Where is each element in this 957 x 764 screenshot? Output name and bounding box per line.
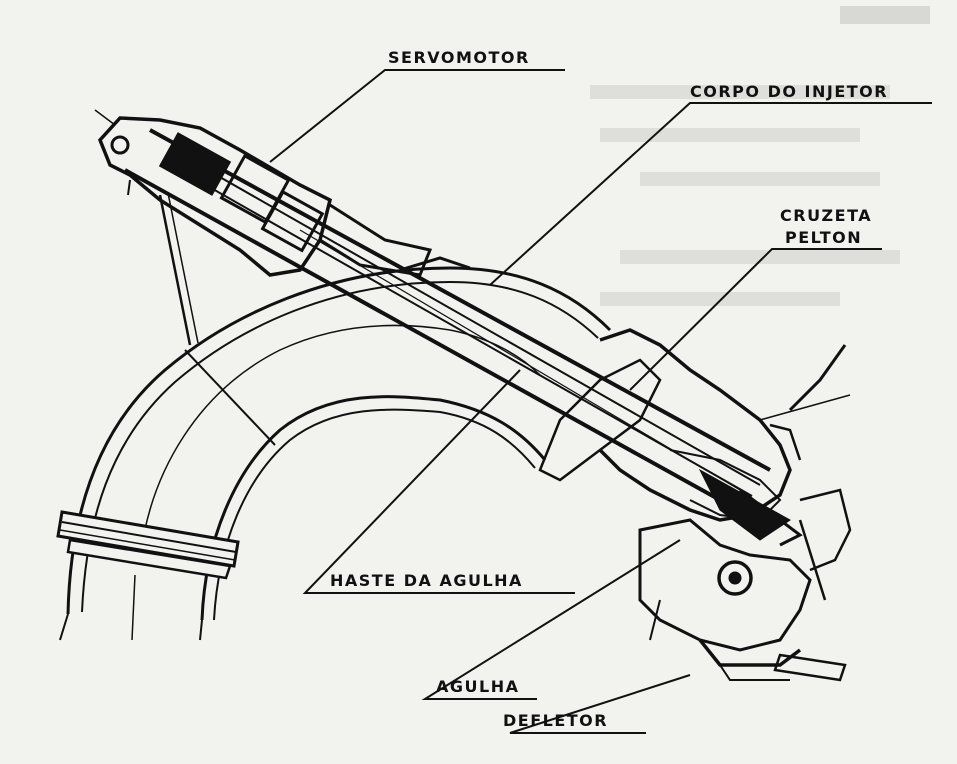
injector-body bbox=[124, 128, 771, 502]
label-defletor: DEFLETOR bbox=[503, 711, 608, 730]
nozzle-assembly bbox=[538, 328, 851, 547]
pipe-flange bbox=[56, 510, 240, 580]
label-servomotor: SERVOMOTOR bbox=[388, 48, 530, 67]
injector-collar bbox=[319, 203, 471, 277]
label-corpo-do-injetor: CORPO DO INJETOR bbox=[690, 82, 888, 101]
leader-lines bbox=[269, 69, 932, 734]
label-haste-da-agulha: HASTE DA AGULHA bbox=[330, 571, 523, 590]
label-agulha: AGULHA bbox=[436, 677, 519, 696]
servomotor-housing bbox=[94, 109, 333, 346]
label-pelton: PELTON bbox=[785, 228, 862, 247]
bleed-through-text bbox=[590, 6, 930, 306]
deflector-mechanism bbox=[638, 518, 847, 682]
label-cruzeta: CRUZETA bbox=[780, 206, 872, 225]
pelton-runner-edge bbox=[769, 423, 852, 572]
